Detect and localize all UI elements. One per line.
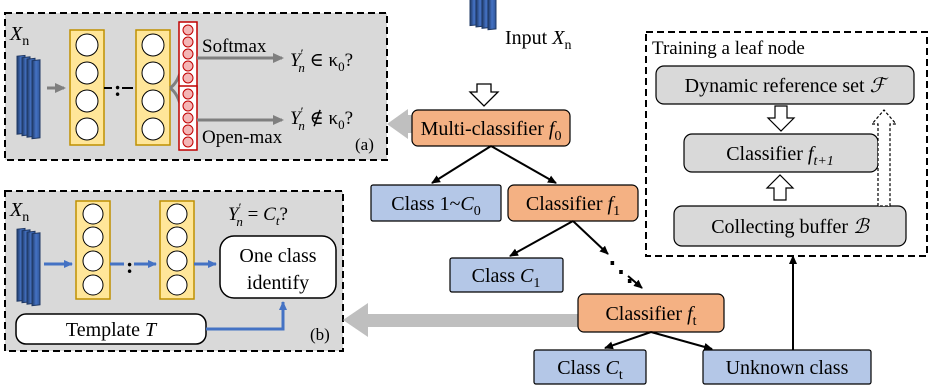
panel-a-eq-in: Y′n ∈ κ0? bbox=[290, 46, 353, 75]
one-class-line1: One class bbox=[239, 245, 316, 267]
panel-b-layer2 bbox=[159, 200, 195, 300]
leaf-panel: Training a leaf node Dynamic reference s… bbox=[645, 31, 928, 257]
buffer-to-classifier-arrow bbox=[765, 174, 795, 201]
buffer-to-reference-dashed-arrow bbox=[870, 109, 898, 207]
panel-b-input-stack-icon bbox=[16, 227, 41, 307]
panel-b-input-label: Xn bbox=[9, 199, 29, 225]
reference-set-box bbox=[655, 65, 915, 105]
classifier-f1-label: Classifier f1 bbox=[526, 193, 620, 219]
panel-a-softmax-layer bbox=[178, 21, 198, 95]
input-node: Input Xn bbox=[468, 0, 571, 107]
panel-a: Xn : bbox=[4, 12, 388, 161]
leaf-classifier-label: Classifier ft+1 bbox=[726, 143, 834, 169]
template-label: Template T bbox=[66, 319, 158, 341]
panel-a-input-label: Xn bbox=[9, 23, 29, 49]
input-down-arrow bbox=[468, 83, 500, 107]
class-ct-node bbox=[533, 349, 647, 385]
panel-a-input-stack-icon bbox=[16, 54, 41, 140]
panel-b: Xn : Y′n = Ct? One class identi bbox=[4, 190, 344, 352]
panel-b-tag: (b) bbox=[310, 325, 330, 344]
one-class-line2: identify bbox=[247, 272, 309, 294]
class-c1-label: Class C1 bbox=[472, 265, 541, 291]
panel-a-tag: (a) bbox=[355, 135, 374, 154]
panel-a-layer1 bbox=[69, 29, 105, 146]
big-arrow-to-b bbox=[343, 303, 578, 337]
panel-a-layer-dots: : bbox=[114, 76, 121, 101]
panel-b-layer1 bbox=[75, 200, 111, 300]
panel-b-layer-dots: : bbox=[126, 253, 133, 278]
classifier-ft-label: Classifier ft bbox=[605, 303, 696, 329]
unknown-class-node bbox=[702, 349, 872, 385]
input-stack-icon bbox=[469, 0, 497, 31]
collecting-buffer-label: Collecting buffer ℬ bbox=[711, 216, 870, 238]
panel-a-softmax-label: Softmax bbox=[202, 36, 267, 57]
reference-set-label: Dynamic reference set ℱ bbox=[685, 75, 889, 97]
panel-a-layer2 bbox=[135, 29, 171, 146]
panel-b-eq: Y′n = Ct? bbox=[228, 200, 288, 229]
class-ct-label: Class Ct bbox=[557, 357, 623, 383]
tree-ellipsis: ⋱ bbox=[608, 257, 634, 286]
input-label: Input Xn bbox=[505, 27, 571, 53]
class-1-c0-node bbox=[370, 184, 502, 222]
unknown-class-label: Unknown class bbox=[726, 357, 849, 379]
one-class-identify-box bbox=[219, 235, 337, 299]
panel-a-openmax-label: Open-max bbox=[202, 127, 283, 148]
multi-classifier-label: Multi-classifier f0 bbox=[421, 118, 562, 144]
panel-a-openmax-layer bbox=[178, 85, 198, 151]
class-1-c0-label: Class 1~C0 bbox=[391, 193, 481, 219]
template-arrow bbox=[206, 301, 287, 331]
ref-to-classifier-arrow bbox=[766, 105, 796, 132]
class-c1-node bbox=[449, 257, 564, 293]
collecting-buffer-box bbox=[673, 205, 907, 247]
big-arrow-to-a bbox=[387, 109, 412, 139]
leaf-panel-title: Training a leaf node bbox=[652, 38, 805, 59]
